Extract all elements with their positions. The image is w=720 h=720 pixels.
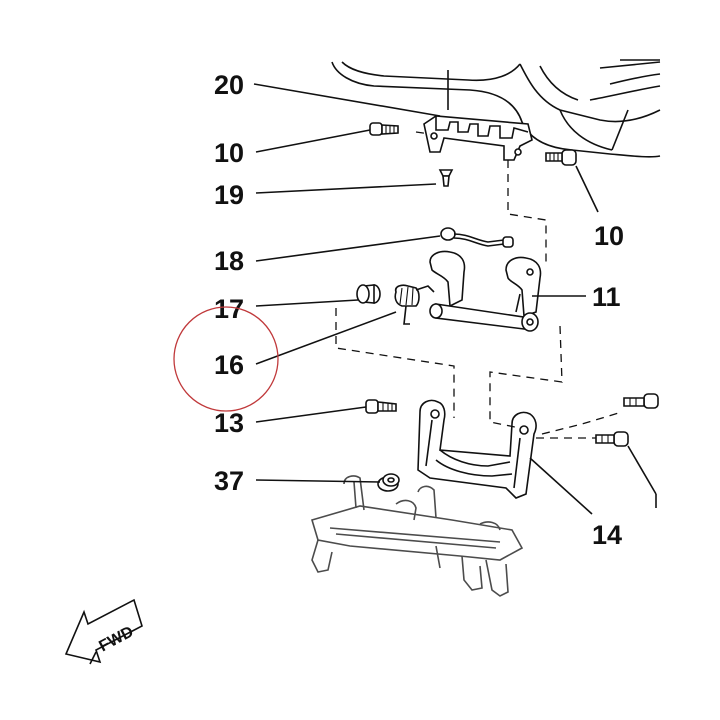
- part-10-screw-right: [545, 149, 577, 166]
- part-screw-right-upper: [623, 393, 659, 409]
- part-20-bracket: [423, 70, 533, 161]
- leader-13: [255, 406, 367, 423]
- part-18-rod: [440, 227, 514, 248]
- part-17-bushing: [356, 284, 381, 304]
- part-37-nut: [377, 473, 400, 492]
- leader-19: [255, 183, 437, 194]
- callout-37: 37: [214, 466, 244, 496]
- fwd-arrow: FWD: [64, 598, 143, 665]
- part-19-screw: [438, 169, 454, 187]
- callout-labels: 20 10 19 10 18 17 11 16 13 37 14: [214, 70, 624, 550]
- callout-20: 20: [214, 70, 244, 100]
- assembly-dashed-lines: [335, 131, 623, 439]
- callout-16: 16: [214, 350, 244, 380]
- callout-13: 13: [214, 408, 244, 438]
- leader-10b: [575, 165, 599, 213]
- leader-screw-right: [627, 445, 657, 495]
- leader-10a: [255, 129, 371, 153]
- part-10-screw-left: [369, 122, 399, 136]
- part-screw-right-lower: [595, 431, 629, 447]
- leader-14: [529, 457, 593, 515]
- leader-17: [255, 299, 359, 307]
- callout-10-right: 10: [594, 221, 624, 251]
- callout-18: 18: [214, 246, 244, 276]
- callout-11: 11: [592, 282, 621, 312]
- leader-20: [253, 83, 441, 117]
- callout-10-left: 10: [214, 138, 244, 168]
- part-13-screw: [365, 399, 397, 414]
- part-14-bracket: [417, 399, 537, 499]
- highlight-circle: [173, 306, 279, 412]
- part-11-hinge: [429, 250, 542, 332]
- callout-14: 14: [592, 520, 622, 550]
- leader-lines: [253, 83, 657, 515]
- callout-19: 19: [214, 180, 244, 210]
- leader-16: [255, 311, 397, 365]
- part-16-spring: [394, 284, 435, 325]
- leader-18: [255, 235, 441, 262]
- leader-37: [255, 479, 381, 483]
- seat-frame: [311, 475, 524, 597]
- upper-housing: [331, 59, 661, 158]
